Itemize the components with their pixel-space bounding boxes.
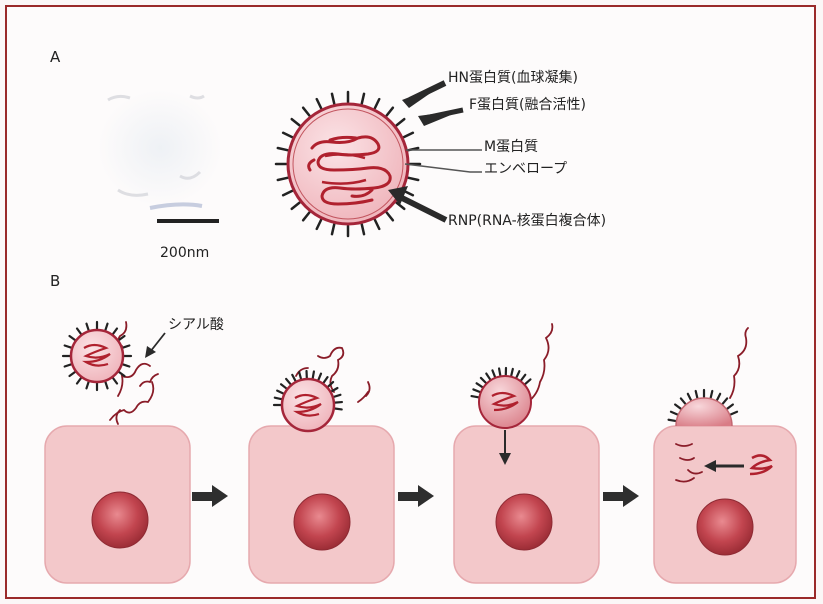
spike [69, 372, 75, 376]
spike [278, 148, 288, 150]
spike [278, 178, 288, 180]
nucleus-3 [496, 494, 552, 550]
spike [105, 324, 107, 331]
spike [696, 391, 698, 398]
spike [387, 212, 393, 220]
spike [481, 378, 486, 383]
spike [473, 389, 480, 392]
spike [711, 391, 713, 398]
spike [688, 394, 691, 400]
spike [375, 99, 379, 108]
spike [86, 382, 88, 389]
virion-2 [274, 371, 342, 431]
spike [486, 374, 490, 380]
spike [123, 345, 130, 347]
spike [313, 372, 314, 379]
spike [86, 324, 88, 331]
spike [375, 220, 379, 229]
spike [681, 398, 685, 403]
spike [387, 108, 393, 116]
spike [408, 178, 418, 180]
spike [281, 384, 287, 388]
spike [113, 328, 117, 334]
spike [516, 371, 519, 377]
spike [77, 378, 81, 384]
spike [396, 119, 404, 125]
spike [727, 405, 733, 409]
spike [521, 375, 525, 381]
rnp-arrow-line [400, 197, 446, 220]
spike [525, 379, 530, 384]
spike [332, 224, 334, 234]
spike [362, 224, 364, 234]
spike [723, 398, 727, 403]
spike [69, 336, 75, 340]
nucleus-2 [294, 494, 350, 550]
spike [669, 420, 676, 421]
spike [492, 370, 495, 377]
sialic-pointer [150, 333, 165, 352]
sialic-acid-chains [110, 322, 748, 482]
spike [323, 377, 327, 383]
spike [286, 379, 290, 384]
electron-micrograph [98, 90, 222, 208]
spike [77, 328, 81, 334]
virus-schematic-a [276, 92, 420, 236]
spike [283, 191, 292, 195]
spike [123, 364, 130, 366]
envelope-pointer [405, 164, 482, 172]
virion-4 [669, 390, 738, 426]
spike [334, 395, 341, 397]
spike [511, 369, 513, 376]
spike [317, 99, 321, 108]
spike [335, 402, 342, 403]
spike [303, 108, 309, 116]
spike [671, 412, 677, 415]
spike [731, 412, 737, 415]
spike [65, 345, 72, 347]
spike [303, 212, 309, 220]
spike [105, 382, 107, 389]
spike [275, 398, 282, 400]
spike [113, 378, 117, 384]
spike [335, 409, 342, 410]
nucleus-4 [697, 499, 753, 555]
spike [362, 94, 364, 104]
spike [292, 119, 300, 125]
spike [292, 375, 295, 381]
nucleus-1 [92, 492, 148, 548]
spike [65, 364, 72, 366]
spike [499, 369, 500, 376]
spike [283, 133, 292, 137]
spike [477, 383, 483, 387]
spike [332, 94, 334, 104]
spike [318, 374, 321, 380]
spike [404, 133, 413, 137]
spike [675, 405, 681, 409]
spike [717, 394, 720, 400]
spike [277, 391, 283, 394]
spike [317, 220, 321, 229]
virion-1 [63, 322, 131, 390]
spike [292, 203, 300, 209]
spike [299, 372, 301, 379]
spike [472, 396, 479, 397]
